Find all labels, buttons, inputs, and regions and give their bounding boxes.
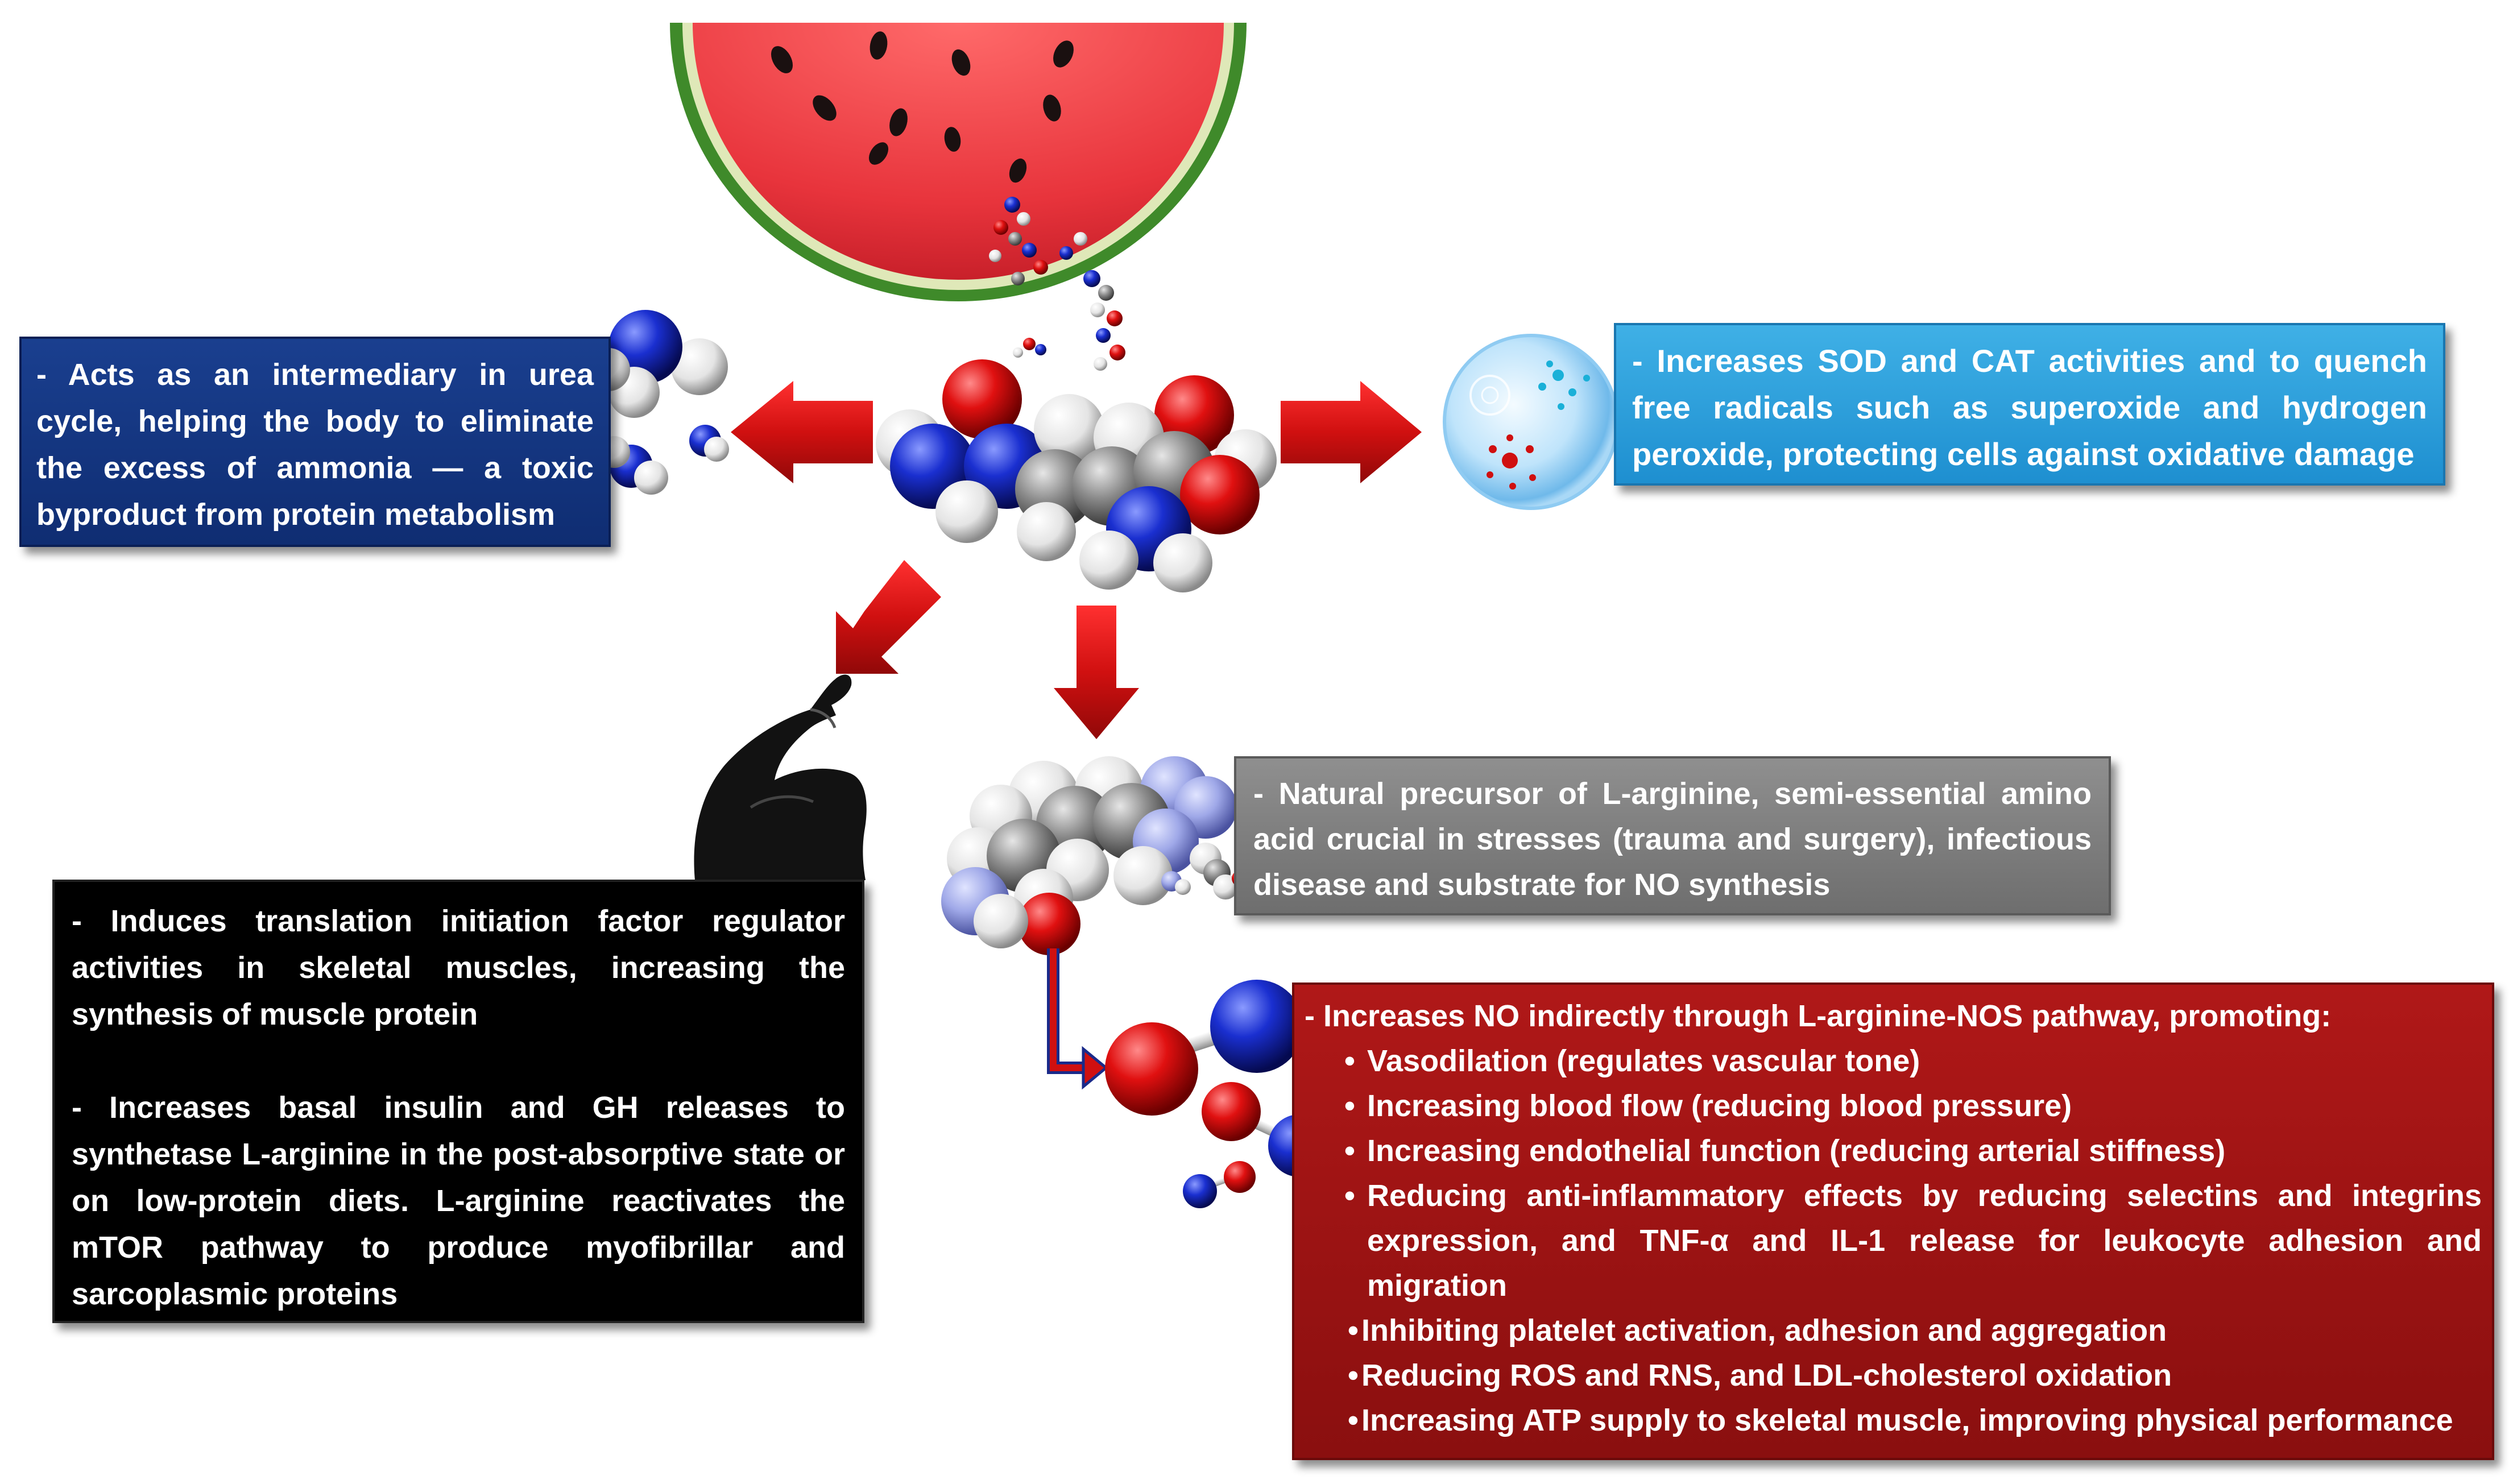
arrow-right: [1281, 381, 1422, 483]
no-effect-item: Increasing endothelial function (reducin…: [1305, 1129, 2482, 1174]
watermelon-slice-icon: [670, 23, 1247, 301]
muscle-text-1: - Induces translation initiation factor …: [72, 904, 845, 1031]
muscle-protein-box: - Induces translation initiation factor …: [52, 880, 864, 1323]
no-effect-item: Increasing blood flow (reducing blood pr…: [1305, 1084, 2482, 1129]
no-lead-text: - Increases NO indirectly through L-argi…: [1305, 999, 2332, 1033]
urea-cycle-box: - Acts as an intermediary in urea cycle,…: [19, 337, 611, 547]
no-effect-item: Reducing anti-inflammatory effects by re…: [1305, 1174, 2482, 1308]
no-effect-item: Inhibiting platelet activation, adhesion…: [1305, 1308, 2482, 1353]
arginine-precursor-box: - Natural precursor of L-arginine, semi-…: [1234, 756, 2111, 915]
l-arrow: [1047, 948, 1108, 1090]
falling-molecules-icon: [989, 197, 1125, 371]
no-effect-item: Increasing ATP supply to skeletal muscle…: [1305, 1398, 2482, 1443]
no-effect-item: Vasodilation (regulates vascular tone): [1305, 1039, 2482, 1084]
muscle-text-2: - Increases basal insulin and GH release…: [72, 1091, 845, 1311]
free-radical-sphere-icon: [1443, 334, 1619, 510]
no-effect-item: Reducing ROS and RNS, and LDL-cholestero…: [1305, 1353, 2482, 1398]
antioxidant-box: - Increases SOD and CAT activities and t…: [1614, 323, 2445, 486]
precursor-text: - Natural precursor of L-arginine, semi-…: [1253, 777, 2092, 902]
arrow-down: [1054, 606, 1139, 739]
nitric-oxide-molecule-icon: [1105, 980, 1331, 1208]
no-effects-list: Vasodilation (regulates vascular tone) I…: [1305, 1039, 2482, 1443]
arrow-left: [731, 381, 873, 483]
arginine-molecule-icon: [941, 756, 1248, 955]
arrow-down-left: [836, 560, 941, 674]
flexed-biceps-icon: [694, 674, 867, 880]
citrulline-molecule-icon: [876, 359, 1277, 592]
antioxidant-text: - Increases SOD and CAT activities and t…: [1632, 343, 2427, 472]
urea-cycle-text: - Acts as an intermediary in urea cycle,…: [36, 358, 594, 532]
nitric-oxide-box: - Increases NO indirectly through L-argi…: [1292, 983, 2494, 1460]
